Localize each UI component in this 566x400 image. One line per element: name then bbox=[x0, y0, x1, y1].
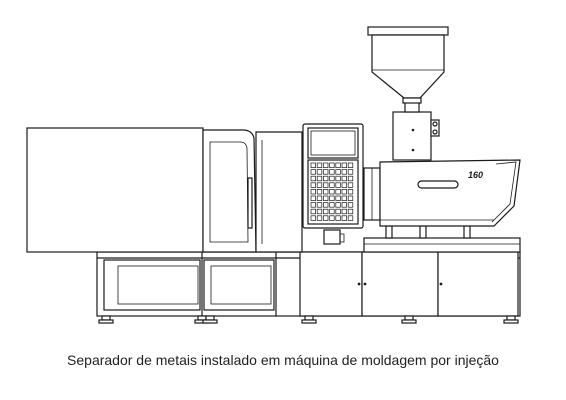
keypad-key bbox=[323, 208, 329, 215]
keypad-key bbox=[316, 162, 323, 168]
figure-caption: Separador de metais instalado em máquina… bbox=[67, 352, 499, 368]
hopper-lid bbox=[367, 26, 449, 36]
keypad-key bbox=[310, 182, 316, 188]
control-panel bbox=[302, 123, 364, 245]
keypad-key bbox=[347, 215, 354, 221]
keypad-key bbox=[323, 195, 329, 201]
door-knob-icon bbox=[357, 282, 361, 286]
keypad-key bbox=[329, 189, 335, 195]
keypad-key bbox=[341, 162, 347, 168]
clamp-safety-door bbox=[202, 129, 303, 253]
keypad-key bbox=[335, 215, 341, 221]
keypad-key bbox=[316, 202, 323, 208]
keypad-key bbox=[347, 202, 354, 208]
keypad-key bbox=[323, 215, 329, 221]
hopper bbox=[367, 26, 449, 104]
keypad-key bbox=[329, 208, 335, 215]
keypad-key bbox=[341, 195, 347, 201]
keypad-key bbox=[323, 162, 329, 168]
keypad-key bbox=[347, 208, 354, 215]
keypad-key bbox=[341, 208, 347, 215]
door-knob-icon bbox=[363, 282, 367, 286]
keypad-key bbox=[347, 182, 354, 188]
keypad-key bbox=[316, 189, 323, 195]
keypad-key bbox=[341, 169, 347, 175]
keypad-key bbox=[347, 195, 354, 201]
keypad-key bbox=[316, 182, 323, 188]
keypad-key bbox=[329, 162, 335, 168]
keypad-key bbox=[335, 202, 341, 208]
control-screen bbox=[307, 127, 359, 159]
keypad-key bbox=[335, 162, 341, 168]
keypad-key bbox=[310, 189, 316, 195]
keypad-key bbox=[310, 215, 316, 221]
keypad-key bbox=[329, 195, 335, 201]
keypad-key bbox=[347, 169, 354, 175]
panel-mount bbox=[323, 229, 341, 245]
keypad-key bbox=[341, 215, 347, 221]
keypad-key bbox=[335, 195, 341, 201]
keypad-key bbox=[323, 175, 329, 182]
keypad-key bbox=[347, 175, 354, 182]
cabinet-doors bbox=[299, 251, 519, 317]
keypad-key bbox=[323, 189, 329, 195]
keypad-key bbox=[335, 182, 341, 188]
clamp-guard-large bbox=[26, 127, 204, 253]
machine-model-label: 160 bbox=[468, 170, 483, 180]
keypad-key bbox=[323, 202, 329, 208]
keypad-key bbox=[335, 208, 341, 215]
keypad-key bbox=[316, 215, 323, 221]
injection-molding-machine-illustration: 160 bbox=[26, 26, 521, 324]
keypad-key bbox=[310, 169, 316, 175]
keypad-key bbox=[341, 175, 347, 182]
machine-feet bbox=[98, 315, 519, 324]
keypad-key bbox=[347, 189, 354, 195]
keypad-key bbox=[329, 182, 335, 188]
housing-handle bbox=[417, 180, 459, 189]
keypad-key bbox=[310, 195, 316, 201]
keypad-key bbox=[316, 169, 323, 175]
keypad-key bbox=[316, 208, 323, 215]
keypad-key bbox=[341, 202, 347, 208]
keypad-key bbox=[335, 175, 341, 182]
keypad-key bbox=[310, 208, 316, 215]
door-handle bbox=[247, 177, 253, 229]
keypad-key bbox=[323, 182, 329, 188]
keypad-key bbox=[323, 169, 329, 175]
keypad-key bbox=[329, 215, 335, 221]
keypad-keys bbox=[310, 162, 354, 221]
keypad-key bbox=[335, 189, 341, 195]
keypad-key bbox=[310, 202, 316, 208]
metal-separator bbox=[392, 101, 440, 161]
keypad-key bbox=[310, 175, 316, 182]
injection-barrel-housing: 160 bbox=[363, 159, 521, 227]
keypad-key bbox=[329, 169, 335, 175]
keypad-key bbox=[329, 175, 335, 182]
keypad-key bbox=[316, 175, 323, 182]
keypad-key bbox=[329, 202, 335, 208]
keypad-key bbox=[341, 182, 347, 188]
keypad-key bbox=[347, 162, 354, 168]
keypad-key bbox=[335, 169, 341, 175]
door-knob-icon bbox=[439, 282, 443, 286]
separator-valve bbox=[430, 119, 440, 137]
keypad-key bbox=[341, 189, 347, 195]
keypad-key bbox=[316, 195, 323, 201]
injection-rail bbox=[363, 225, 521, 253]
keypad-key bbox=[310, 162, 316, 168]
